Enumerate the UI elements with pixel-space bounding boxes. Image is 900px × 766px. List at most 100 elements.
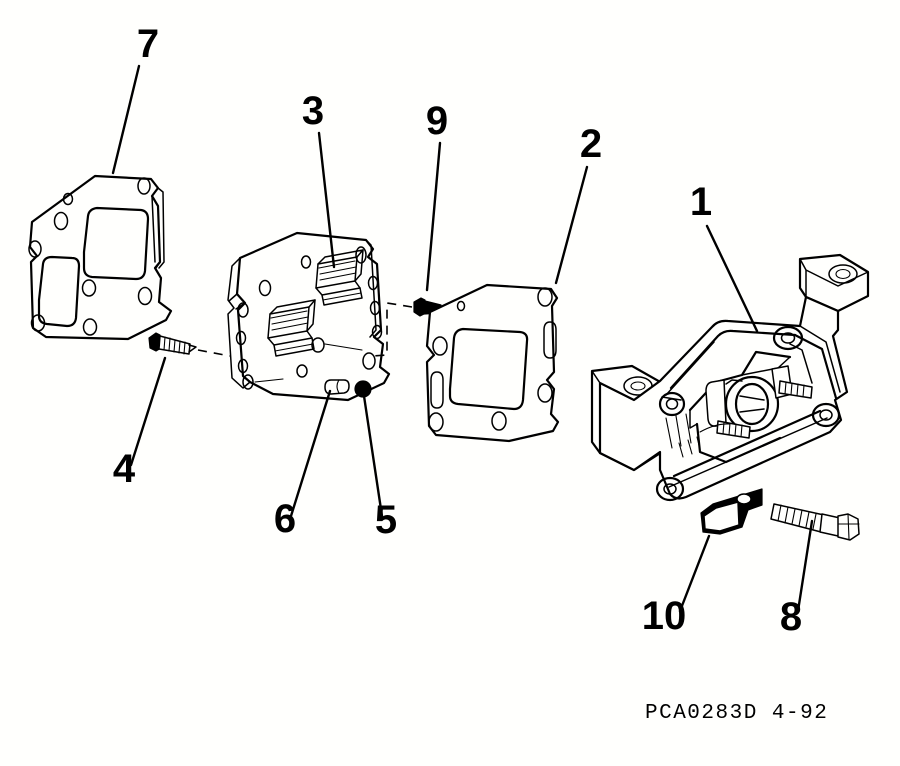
bolt-8-threads [777,504,817,530]
gasket-2-slot-right [543,321,557,359]
callout-label-1[interactable]: 1 [690,180,712,224]
housing-flange-right-outer [799,325,841,393]
housing-center-bore-collar [724,375,780,433]
callout-label-7[interactable]: 7 [137,22,159,66]
part-3-reed-valve-plate[interactable] [227,231,391,402]
gasket-2-hole-topright [537,287,553,307]
callout-label-6[interactable]: 6 [274,497,296,541]
housing-boss-topright-hole-outer [828,264,858,284]
plate-3-hole-right-mid [369,300,381,316]
part-4-screw[interactable] [148,332,231,357]
housing-stud-upper-threads [784,381,805,398]
plate-3-hole-left [237,302,249,318]
housing-shading-curve [699,423,731,433]
part-2-inner-gasket[interactable] [425,283,560,443]
gasket-7-hole-topright [137,177,151,195]
plate-3-hole-lowerright [362,352,376,370]
part-10-clamp-bracket[interactable] [700,488,763,535]
screw-4-tip [188,344,197,353]
reed-window-left-top [269,299,316,315]
plate-3-hole-topright [355,246,367,264]
housing-stud-lower-threads [722,421,743,438]
housing-flange-top-inner [669,329,797,390]
plate-3-hole-right-lower [371,324,383,340]
leader-4 [129,356,167,467]
housing-shading-left-lower [678,436,701,458]
gasket-2-slot-left [430,371,444,409]
clamp-10-face [703,501,740,532]
callout-label-9[interactable]: 9 [426,99,448,143]
callout-label-8[interactable]: 8 [780,595,802,639]
housing-boss-topright-hole-inner [835,268,851,280]
housing-eye-midleft [658,391,686,417]
callout-label-2[interactable]: 2 [580,122,602,166]
reed-window-right-bottom [315,280,361,296]
leader-8 [796,519,814,613]
plate-3-hole-center [311,337,325,353]
housing-center-bore [734,382,770,426]
callout-label-10[interactable]: 10 [642,594,687,638]
leader-1 [705,224,759,333]
part-1-housing-casting[interactable] [590,253,870,502]
callout-label-3[interactable]: 3 [302,89,324,133]
reed-window-right-slot-lower [322,292,362,301]
housing-stud-upper [778,380,813,399]
housing-eye-right-bore [819,409,833,421]
housing-pocket-lower-wall [695,422,782,464]
gasket-7-hole-small-top [62,192,74,206]
gasket-7-edge-line [151,195,161,269]
plate-3-hole-top [300,255,312,269]
plate-3-hole-left-mid [235,330,247,346]
gasket-7-hole-bottom-left [30,314,46,332]
housing-rib-a [661,396,682,401]
gasket-7-opening-upper [82,206,150,281]
gasket-7-hole-right-lower [137,286,153,306]
clamp-10-hole [736,493,752,505]
plate-3-inner-leader-a [324,343,363,351]
reed-window-left-bottom [267,330,313,346]
callout-numbers: 7 3 9 2 1 4 6 5 10 8 [113,22,802,639]
housing-flange-right [793,333,838,400]
gasket-2-hole-bottom-left [428,412,444,432]
plate-3-reed-window-right [315,249,364,306]
callout-label-4[interactable]: 4 [113,447,136,491]
ball-5-body [354,380,372,398]
screw-4-assembly-line [197,349,231,357]
gasket-7-hole-bottom-mid [82,318,98,336]
housing-shading-left [665,413,692,449]
gasket-7-hole-center-lower [81,279,97,297]
gasket-2-opening [448,327,529,411]
plate-3-hole-bottom-center [296,364,308,378]
reed-window-right-top [317,249,364,265]
housing-eye-bottomleft-bore [663,483,677,495]
part-7-outer-gasket[interactable] [28,174,173,341]
plate-3-hole-left-lower [237,358,249,374]
housing-eye-topright [772,325,804,351]
callout-label-5[interactable]: 5 [375,498,397,542]
gasket-7-right-flange [157,187,165,269]
housing-eye-topright-bore [780,332,796,344]
housing-flange-top-edge [665,341,715,396]
leader-6 [289,389,332,518]
reed-window-left-slots [270,310,309,331]
housing-lug-left [705,379,727,427]
plate-3-hole-upperleft [258,279,272,297]
part-5-check-ball[interactable] [354,380,372,398]
housing-rib-b [789,343,813,384]
reed-window-right-slots [318,260,357,281]
reed-window-right-side [354,249,364,282]
gasket-2-hole-bottom-mid [491,411,507,431]
housing-boss-topright-edges [799,258,869,298]
gasket-2-hole-left [432,336,448,356]
housing-stud-lower [716,420,751,439]
plate-3-reed-window-left [267,299,316,357]
plate-3-hole-bottomleft [242,374,254,390]
leader-10 [678,534,711,613]
gasket-2-hole-right-lower [537,383,553,403]
housing-center-bore-detail [739,395,765,413]
gasket-7-opening-lower [37,255,81,328]
diagram-caption: PCA0283D 4-92 [645,702,828,725]
housing-eye-bottomleft [655,476,685,502]
